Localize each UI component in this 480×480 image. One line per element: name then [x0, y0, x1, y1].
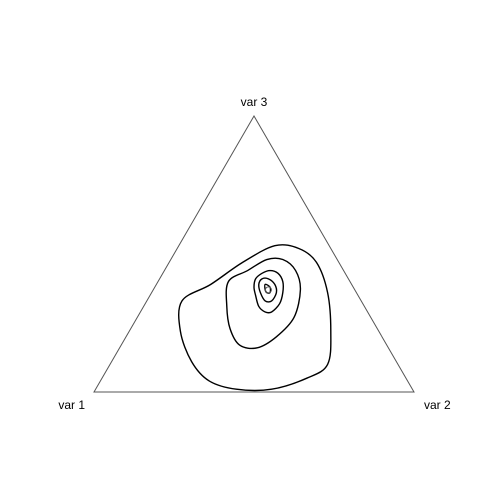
vertex-label-var2: var 2	[424, 398, 451, 412]
center-point-marker	[264, 286, 272, 294]
contour-line-3	[253, 269, 284, 314]
contour-line-2	[258, 277, 278, 303]
contour-lines	[177, 244, 332, 392]
contour-line-5	[177, 244, 332, 392]
ternary-triangle-frame	[93, 115, 415, 393]
vertex-label-var3: var 3	[241, 95, 268, 109]
contour-line-4	[225, 257, 302, 350]
vertex-label-var1: var 1	[58, 398, 85, 412]
